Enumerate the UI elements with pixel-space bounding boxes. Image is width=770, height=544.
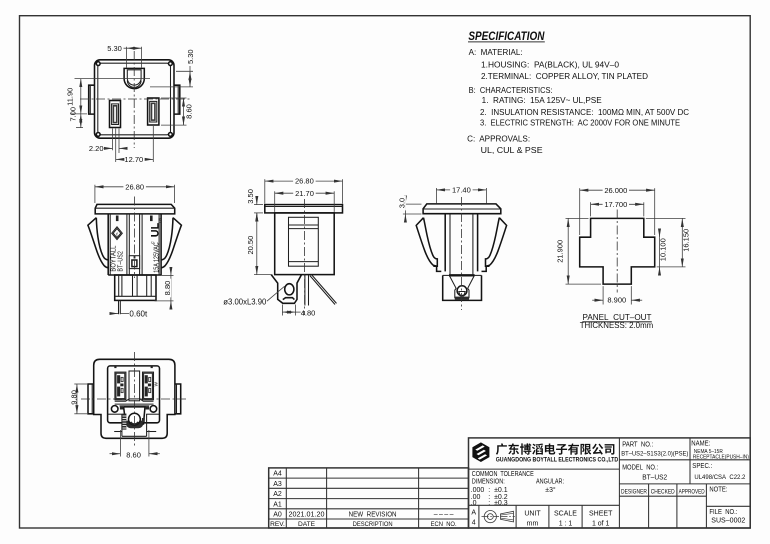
svg-text:8.60: 8.60 bbox=[126, 450, 141, 459]
svg-text:APPROVED: APPROVED bbox=[679, 489, 705, 496]
svg-text:A: MATERIAL:: A: MATERIAL: bbox=[469, 48, 523, 57]
svg-text:MODEL NO.:: MODEL NO.: bbox=[622, 465, 658, 472]
svg-text:5.30: 5.30 bbox=[186, 49, 195, 64]
svg-text:ANGULAR:: ANGULAR: bbox=[536, 479, 564, 486]
svg-text:4.80: 4.80 bbox=[301, 308, 316, 317]
svg-text:.0 : ±0.3: .0 : ±0.3 bbox=[471, 500, 508, 507]
svg-text:UL498/CSA C22.2: UL498/CSA C22.2 bbox=[694, 474, 745, 481]
svg-text:26.80: 26.80 bbox=[295, 177, 314, 186]
svg-text:2.20: 2.20 bbox=[89, 144, 104, 153]
svg-text:3. ELECTRIC STRENGTH: AC 200: 3. ELECTRIC STRENGTH: AC 2000V FOR ONE M… bbox=[480, 119, 680, 128]
svg-text:– – – –: – – – – bbox=[434, 512, 454, 519]
svg-text:BT–US2–S1S3(2.0)(PSE): BT–US2–S1S3(2.0)(PSE) bbox=[621, 451, 688, 458]
svg-text:26.000: 26.000 bbox=[604, 186, 627, 195]
svg-text:us: us bbox=[157, 217, 162, 223]
svg-text:SUS–0002: SUS–0002 bbox=[711, 516, 745, 525]
svg-text:FILE NO.:: FILE NO.: bbox=[709, 509, 737, 516]
svg-text:16.150: 16.150 bbox=[682, 229, 691, 252]
svg-text:9.80: 9.80 bbox=[69, 390, 78, 405]
svg-text:NEW REVISION: NEW REVISION bbox=[349, 512, 397, 519]
svg-text:W: W bbox=[154, 381, 159, 386]
svg-text:BOYTALL: BOYTALL bbox=[110, 246, 117, 272]
svg-text:NAME:: NAME: bbox=[691, 441, 710, 448]
svg-text:0.60t: 0.60t bbox=[129, 309, 148, 318]
svg-text:A: A bbox=[471, 509, 476, 516]
svg-text:SPECIFICATION: SPECIFICATION bbox=[468, 31, 545, 43]
svg-text:DIMENSION:: DIMENSION: bbox=[472, 479, 505, 486]
svg-text:8.900: 8.900 bbox=[607, 295, 626, 304]
svg-text:UL, CUL & PSE: UL, CUL & PSE bbox=[481, 146, 543, 155]
svg-text:1 : 1: 1 : 1 bbox=[559, 521, 573, 528]
svg-text:DESIGNER: DESIGNER bbox=[621, 489, 647, 496]
svg-text:3.0: 3.0 bbox=[398, 198, 407, 208]
svg-text:A1: A1 bbox=[273, 501, 282, 508]
svg-text:21.70: 21.70 bbox=[295, 189, 314, 198]
svg-text:THICKNESS: 2.0mm: THICKNESS: 2.0mm bbox=[580, 321, 654, 330]
svg-text:1. RATING: 15A 125V~ UL,PSE: 1. RATING: 15A 125V~ UL,PSE bbox=[482, 96, 602, 105]
svg-text:2021.01.20: 2021.01.20 bbox=[289, 512, 325, 519]
svg-text:A4: A4 bbox=[273, 471, 282, 478]
svg-text:CHECKED: CHECKED bbox=[651, 489, 675, 496]
svg-text:DATE: DATE bbox=[298, 521, 316, 528]
svg-text:5.30: 5.30 bbox=[107, 44, 122, 53]
svg-text:A3: A3 bbox=[273, 481, 282, 488]
svg-text:ø3.00xL3.90: ø3.00xL3.90 bbox=[223, 298, 267, 307]
svg-text:±3°: ±3° bbox=[545, 486, 556, 494]
svg-text:c: c bbox=[150, 241, 155, 244]
svg-text:NEMA 5–15R: NEMA 5–15R bbox=[694, 449, 723, 455]
svg-text:GUANGDONG BOYTALL ELECTRONICS: GUANGDONG BOYTALL ELECTRONICS CO.,LTD bbox=[496, 456, 619, 463]
svg-text:BT–US2: BT–US2 bbox=[118, 251, 125, 272]
svg-text:COMMON TOLERANCE: COMMON TOLERANCE bbox=[472, 471, 534, 478]
svg-text:8.60: 8.60 bbox=[184, 104, 193, 119]
svg-text:UL: UL bbox=[150, 222, 162, 237]
svg-text:12.70: 12.70 bbox=[124, 155, 143, 164]
svg-text:REV.: REV. bbox=[270, 521, 285, 528]
svg-text:8.80: 8.80 bbox=[163, 281, 172, 296]
svg-text:PS: PS bbox=[115, 232, 119, 236]
svg-text:21.900: 21.900 bbox=[555, 240, 564, 263]
svg-text:1.HOUSING: PA(BLACK), UL 94V–: 1.HOUSING: PA(BLACK), UL 94V–0 bbox=[481, 60, 620, 69]
svg-text:10.100: 10.100 bbox=[659, 238, 668, 261]
svg-text:3.50: 3.50 bbox=[246, 189, 255, 204]
svg-text:A0: A0 bbox=[273, 512, 282, 519]
svg-text:PART NO.:: PART NO.: bbox=[622, 441, 653, 448]
svg-text:SCALE: SCALE bbox=[554, 510, 577, 517]
svg-text:.00 : ±0.2: .00 : ±0.2 bbox=[471, 494, 508, 501]
svg-text:.000 : ±0.1: .000 : ±0.1 bbox=[471, 487, 508, 494]
svg-text:SHEET: SHEET bbox=[589, 510, 613, 517]
svg-text:NOTE:: NOTE: bbox=[709, 487, 727, 494]
svg-text:20.50: 20.50 bbox=[246, 236, 255, 255]
svg-text:B: CHARACTERISTICS:: B: CHARACTERISTICS: bbox=[469, 86, 553, 95]
svg-text:26.80: 26.80 bbox=[125, 182, 144, 191]
svg-text:A2: A2 bbox=[273, 491, 282, 498]
svg-text:11.90: 11.90 bbox=[66, 88, 75, 106]
svg-text:1 of 1: 1 of 1 bbox=[592, 521, 610, 528]
svg-text:ECN NO.: ECN NO. bbox=[431, 521, 457, 528]
svg-text:17.40: 17.40 bbox=[452, 186, 471, 195]
svg-text:17.700: 17.700 bbox=[604, 200, 627, 209]
svg-text:BT–US2: BT–US2 bbox=[642, 472, 667, 481]
svg-text:15A 125VAC: 15A 125VAC bbox=[154, 242, 161, 273]
svg-text:4: 4 bbox=[472, 519, 476, 526]
svg-text:SPEC.:: SPEC.: bbox=[692, 463, 712, 470]
svg-text:UNIT: UNIT bbox=[524, 510, 541, 517]
svg-text:DESCRIPTION: DESCRIPTION bbox=[353, 521, 393, 528]
svg-text:2.TERMINAL: COPPER ALLOY, TIN: 2.TERMINAL: COPPER ALLOY, TIN PLATED bbox=[481, 72, 648, 81]
svg-text:PANEL CUT–OUT: PANEL CUT–OUT bbox=[583, 313, 652, 322]
svg-text:7.00: 7.00 bbox=[68, 107, 77, 122]
svg-text:mm: mm bbox=[527, 521, 539, 528]
svg-text:2. INSULATION RESISTANCE: 10: 2. INSULATION RESISTANCE: 100MΩ MIN, AT … bbox=[480, 108, 689, 117]
svg-text:C: APPROVALS:: C: APPROVALS: bbox=[467, 134, 530, 143]
svg-text:RECEPTACLE(PUSH–IN): RECEPTACLE(PUSH–IN) bbox=[693, 455, 749, 461]
